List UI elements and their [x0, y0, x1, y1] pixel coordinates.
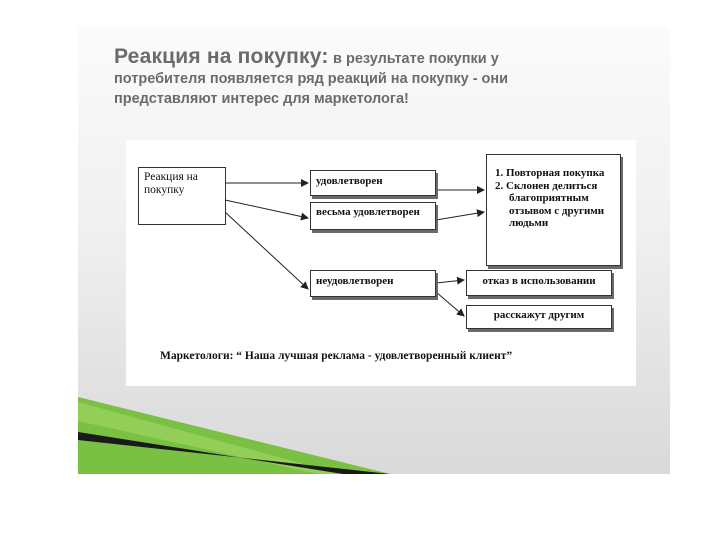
- satisfied-box: удовлетворен: [310, 170, 436, 196]
- arrow-to-unsatisfied: [224, 211, 309, 290]
- reaction-diagram: Реакция на покупку удовлетворен весьма у…: [126, 140, 636, 386]
- result-repeat-purchase: 1. Повторная покупка: [495, 167, 605, 179]
- results-list: 1. Повторная покупка 2. Склонен делиться…: [495, 167, 616, 230]
- title-line-2: потребителя появляется ряд реакций на по…: [114, 71, 509, 87]
- arrow-very-satisfied-to-results: [435, 209, 485, 221]
- result-share-cont-1: благоприятным: [509, 192, 589, 204]
- unsatisfied-label: неудовлетворен: [316, 275, 394, 287]
- tell-others-box: расскажут другим: [466, 305, 612, 329]
- refuse-label: отказ в использовании: [482, 275, 596, 287]
- very-satisfied-label: весьма удовлетворен: [316, 206, 420, 218]
- slide-title: Реакция на покупку: в результате покупки…: [114, 45, 634, 109]
- arrow-unsatisfied-to-tell: [435, 291, 465, 317]
- arrow-unsatisfied-to-refuse: [435, 276, 465, 285]
- refuse-box: отказ в использовании: [466, 270, 612, 296]
- result-share-cont-2: отзывом с другими: [509, 204, 605, 217]
- decorative-stripes: [78, 397, 390, 474]
- light-green-stripe: [78, 402, 340, 474]
- tell-others-label: расскажут другим: [493, 309, 585, 321]
- footer-quote: Маркетологи: “ Наша лучшая реклама - удо…: [160, 350, 513, 362]
- result-share-cont-3: людьми: [509, 217, 549, 229]
- title-line-3: представляют интерес для маркетолога!: [114, 91, 409, 107]
- arrow-to-very-satisfied: [224, 199, 309, 221]
- green-stripe: [78, 397, 390, 474]
- source-box-label: Реакция на покупку: [144, 171, 198, 196]
- source-box: Реакция на покупку: [138, 167, 226, 225]
- slide: Реакция на покупку: в результате покупки…: [78, 27, 670, 474]
- satisfied-label: удовлетворен: [316, 175, 383, 187]
- diagram-arrows: [224, 179, 485, 317]
- unsatisfied-box: неудовлетворен: [310, 270, 436, 297]
- result-share: 2. Склонен делиться: [495, 179, 598, 192]
- title-main: Реакция на покупку:: [114, 45, 329, 68]
- very-satisfied-box: весьма удовлетворен: [310, 202, 436, 230]
- title-rest: в результате покупки у: [333, 51, 499, 67]
- results-box: 1. Повторная покупка 2. Склонен делиться…: [486, 154, 621, 266]
